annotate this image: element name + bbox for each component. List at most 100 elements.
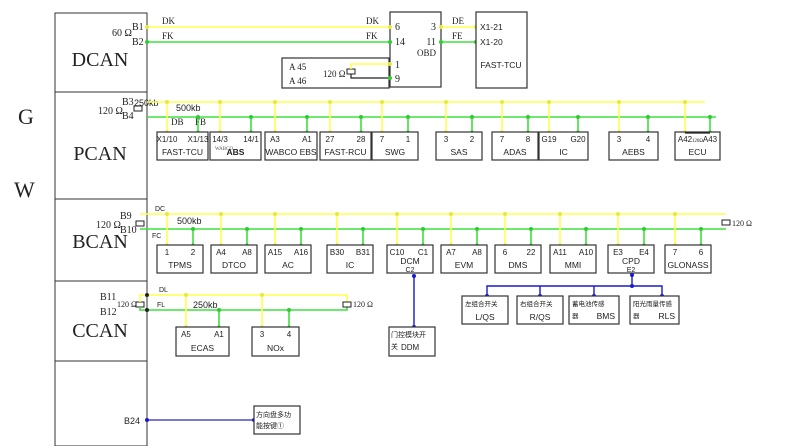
ecas-node-label: ECAS <box>191 343 214 353</box>
junction-dot <box>184 293 188 297</box>
nox-pin: 3 <box>260 330 265 339</box>
rls-cn-label: 阳光雨量传感 <box>633 299 673 308</box>
dcm-pin: C1 <box>418 248 429 257</box>
mmi-pin: A11 <box>553 248 567 257</box>
pin-b2: B2 <box>132 37 144 48</box>
fast-tcu-pin: X1/10 <box>157 135 178 144</box>
bms-node-box <box>568 295 620 325</box>
evm-pin: A8 <box>472 248 482 257</box>
junction-dot <box>406 115 410 119</box>
pin-x1-21: X1-21 <box>480 22 503 32</box>
swg-pin: 7 <box>380 135 385 144</box>
dcan-termination: 60 Ω <box>112 28 132 39</box>
junction-dot <box>388 76 392 80</box>
ddm-box <box>388 326 436 357</box>
junction-dot <box>260 293 264 297</box>
dms-node-box <box>494 244 542 274</box>
evm-pin: A7 <box>446 248 456 257</box>
nox-node-box <box>251 326 300 357</box>
mmi-node-box <box>549 244 597 274</box>
wire-label-fk: FK <box>366 31 378 41</box>
ccan-label: CCAN <box>72 320 128 342</box>
junction-dot <box>412 274 416 278</box>
rls-cn-label: 器 <box>633 312 640 320</box>
junction-dot <box>273 100 277 104</box>
ic-node-label: IC <box>346 260 355 270</box>
l-qs-cn-label: 左组合开关 <box>465 299 498 308</box>
junction-dot <box>273 212 277 216</box>
mmi-pin: A10 <box>579 248 594 257</box>
abs-pin: 14/1 <box>243 135 259 144</box>
wire-label-db: DB <box>171 117 184 127</box>
sas-pin: 2 <box>470 135 475 144</box>
ac-pin: A16 <box>294 248 309 257</box>
cpd-lin-bus <box>486 285 663 296</box>
bms-cn-label: 蓄电池传感 <box>572 299 605 308</box>
ic-node-label: IC <box>559 147 568 157</box>
dcan-fast-tcu-box <box>475 11 528 89</box>
mmi-node-label: MMI <box>565 260 582 270</box>
ccan-speed: 250kb <box>193 300 218 310</box>
junction-dot <box>217 308 221 312</box>
junction-dot <box>165 212 169 216</box>
junction-dot <box>617 100 621 104</box>
tpms-pin: 2 <box>191 248 196 257</box>
fast-rcu-node-label: FAST-RCU <box>324 147 366 157</box>
bcan-panel <box>54 198 148 282</box>
pin-a45: A 45 <box>289 62 307 72</box>
dtco-pin: A4 <box>216 248 226 257</box>
resistor-low-wire <box>350 74 390 79</box>
dcm-node-label: DCM <box>400 256 419 266</box>
ic-node-box <box>326 244 374 274</box>
junction-dot <box>388 62 392 66</box>
junction-dot <box>526 115 530 119</box>
glonass-node-label: GLONASS <box>667 260 708 270</box>
gateway-letter-g: G <box>18 104 34 129</box>
resistor-icon <box>721 219 731 226</box>
junction-dot <box>421 227 425 231</box>
tpms-node-box <box>156 244 204 274</box>
junction-dot <box>630 273 634 277</box>
evm-node-box <box>440 244 488 274</box>
dcan-label: DCAN <box>72 49 129 71</box>
ac-pin: A15 <box>268 248 283 257</box>
pin-x1-20: X1-20 <box>480 37 503 47</box>
junction-dot <box>165 100 169 104</box>
steering-label-1: 方向盘多功 <box>256 410 291 419</box>
dcm-node-box <box>386 244 434 274</box>
wire-label-de: DE <box>452 16 464 26</box>
junction-dot <box>218 100 222 104</box>
junction-dot <box>299 227 303 231</box>
steering-buttons-box <box>253 405 301 435</box>
ecu-node-label: ECU <box>689 147 707 157</box>
junction-dot <box>558 212 562 216</box>
ccan-high-wire <box>139 294 348 302</box>
junction-dot <box>547 100 551 104</box>
junction-dot <box>395 212 399 216</box>
junction-dot <box>503 212 507 216</box>
bcan-label: BCAN <box>72 231 128 253</box>
junction-dot <box>584 227 588 231</box>
resistor-high-wire <box>350 63 390 69</box>
wabco-ebs-node-box <box>264 131 318 161</box>
wire-label-dk: DK <box>162 16 175 26</box>
pin-a46: A 46 <box>289 76 307 86</box>
aebs-pin: 4 <box>646 135 651 144</box>
fast-tcu-pin: X1/13 <box>188 135 209 144</box>
wire-label-dk: DK <box>366 16 379 26</box>
dcm-lin-pin: C2 <box>406 267 415 274</box>
wabco-ebs-pin: A1 <box>302 135 312 144</box>
glonass-pin: 7 <box>673 248 678 257</box>
cpd-pin: E3 <box>613 248 623 257</box>
ecu-node-box <box>674 131 721 161</box>
wire-label-fc: FC <box>152 233 161 240</box>
obd-label: OBD <box>417 48 437 58</box>
junction-dot <box>475 227 479 231</box>
obd-connector <box>389 11 442 88</box>
resistor-icon <box>342 301 352 308</box>
pin-b3: B3 <box>122 97 134 108</box>
